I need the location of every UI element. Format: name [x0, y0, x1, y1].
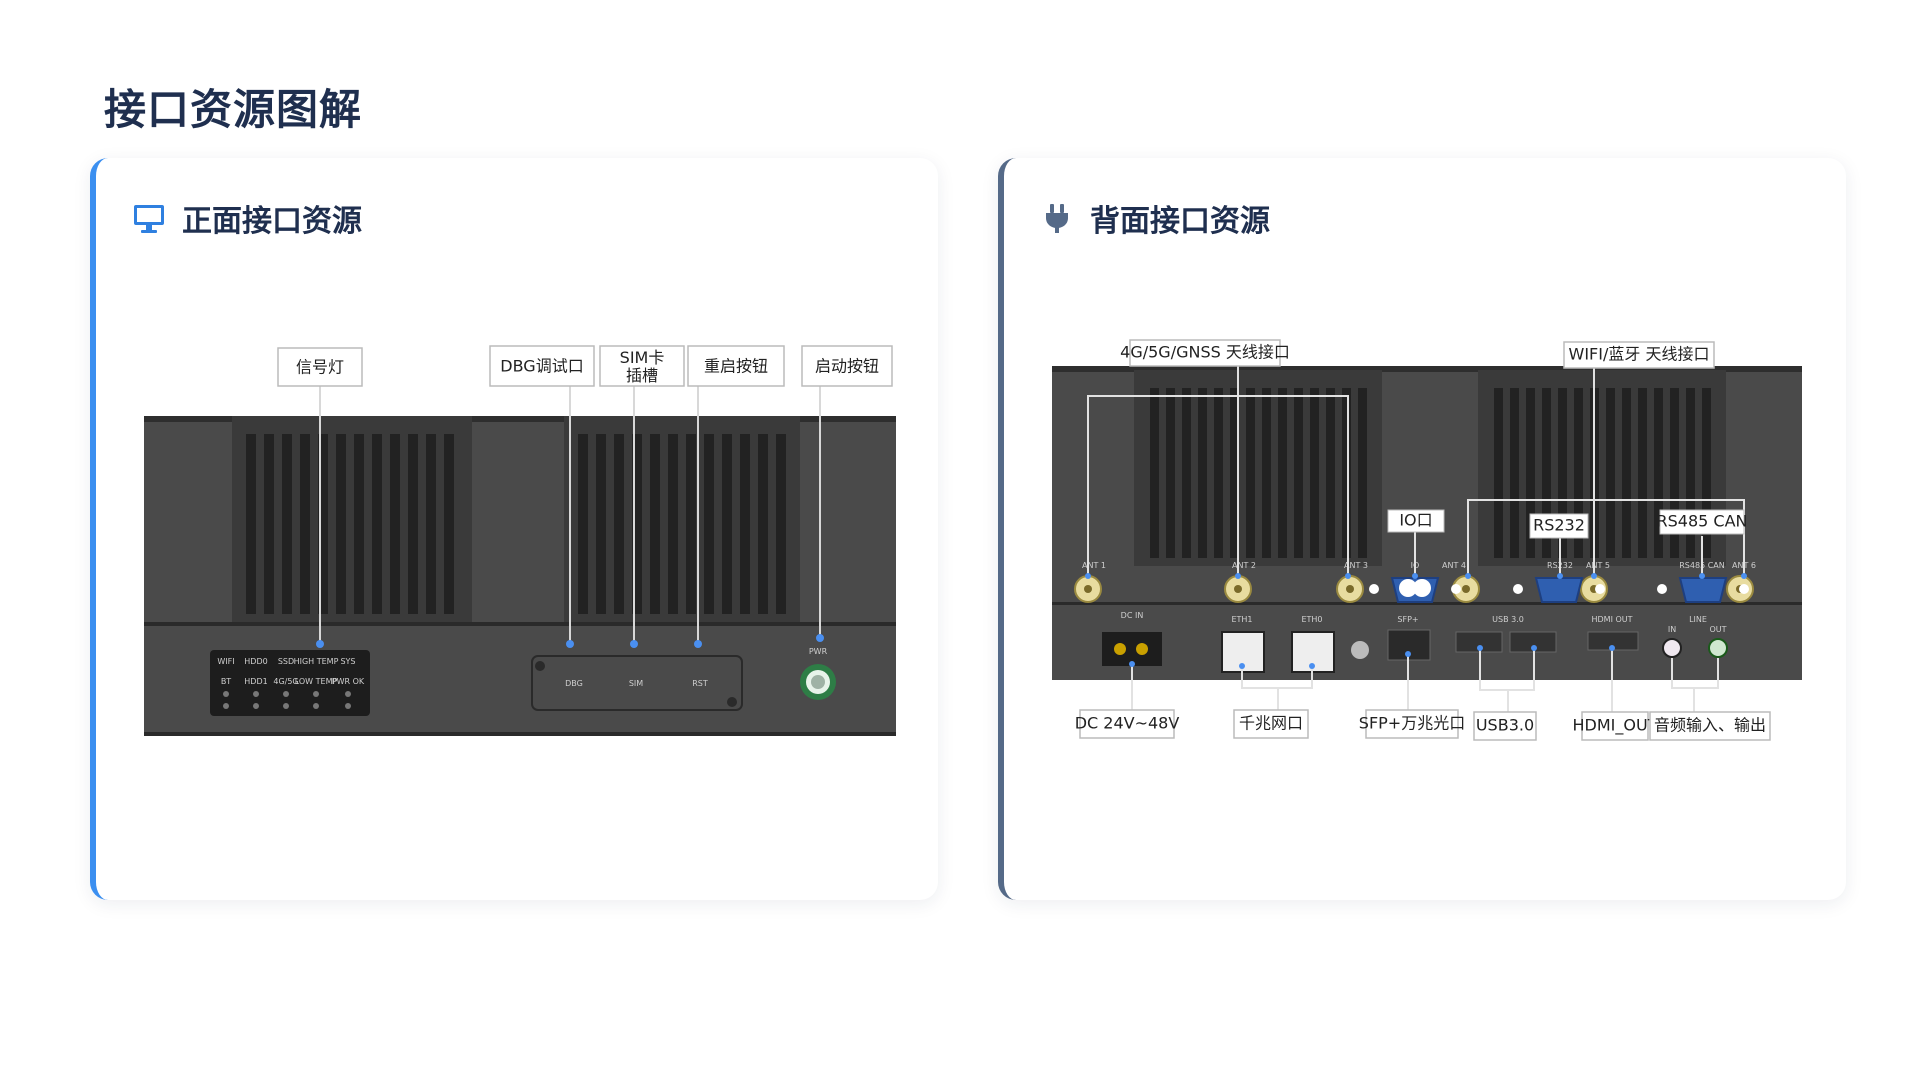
callout-hdmi-out: HDMI_OUT [1573, 711, 1658, 741]
callout-usb3: USB3.0 [1473, 711, 1537, 741]
svg-text:DBG调试口: DBG调试口 [500, 357, 583, 376]
svg-text:DC IN: DC IN [1121, 611, 1144, 620]
svg-text:RS485 CAN: RS485 CAN [1657, 512, 1748, 531]
page-title: 接口资源图解 [104, 85, 363, 134]
svg-text:千兆网口: 千兆网口 [1239, 714, 1303, 733]
svg-text:SFP+万兆光口: SFP+万兆光口 [1359, 714, 1465, 733]
front-panel-illustration: WIFI HDD0 SSD HIGH TEMP SYS BT HDD1 4G/5… [144, 345, 896, 736]
callout-reset-button: 重启按钮 [687, 345, 785, 387]
svg-text:DC 24V~48V: DC 24V~48V [1075, 714, 1180, 733]
svg-text:SFP+: SFP+ [1397, 615, 1418, 624]
rear-interface-card: 背面接口资源 [998, 158, 1846, 900]
callout-audio-io: 音频输入、输出 [1649, 711, 1771, 741]
svg-text:音频输入、输出: 音频输入、输出 [1654, 716, 1766, 735]
rear-card-title: 背面接口资源 [1090, 204, 1270, 239]
debug-port-panel: DBG SIM RST [531, 655, 743, 711]
svg-text:SIM: SIM [629, 679, 643, 688]
callout-signal-light: 信号灯 [277, 347, 363, 387]
svg-text:RST: RST [692, 679, 708, 688]
svg-text:USB 3.0: USB 3.0 [1492, 615, 1524, 624]
svg-text:WIFI/蓝牙 天线接口: WIFI/蓝牙 天线接口 [1569, 345, 1710, 364]
svg-text:PWR OK: PWR OK [332, 677, 365, 686]
callout-cellular-antenna: 4G/5G/GNSS 天线接口 [1120, 339, 1290, 367]
rear-panel-illustration: ANT 1 ANT 2 ANT 3 ANT 4 ANT 5 ANT 6 IO R… [1052, 339, 1802, 741]
rear-card-header: 背面接口资源 [1040, 196, 1270, 240]
callout-dc-input: DC 24V~48V [1075, 709, 1180, 739]
callout-sim-slot: SIM卡插槽 [599, 345, 685, 387]
svg-text:IO口: IO口 [1399, 511, 1432, 530]
svg-text:ANT 5: ANT 5 [1586, 561, 1610, 570]
svg-text:ANT 3: ANT 3 [1344, 561, 1368, 570]
svg-text:信号灯: 信号灯 [296, 358, 344, 377]
svg-text:ETH1: ETH1 [1231, 615, 1252, 624]
svg-text:重启按钮: 重启按钮 [704, 357, 768, 376]
callout-wifi-bt-antenna: WIFI/蓝牙 天线接口 [1563, 341, 1715, 369]
svg-text:PWR: PWR [809, 647, 828, 656]
svg-text:BT: BT [221, 677, 231, 686]
svg-text:ETH0: ETH0 [1301, 615, 1322, 624]
svg-text:RS232: RS232 [1533, 516, 1585, 535]
front-interface-card: 正面接口资源 WIFI HD [90, 158, 938, 900]
front-card-header: 正面接口资源 [132, 196, 362, 240]
svg-text:HDD0: HDD0 [244, 657, 267, 666]
callout-sfp-port: SFP+万兆光口 [1359, 709, 1465, 739]
svg-text:USB3.0: USB3.0 [1476, 716, 1534, 735]
callout-rs485-can: RS485 CAN [1657, 509, 1748, 535]
svg-text:LINE: LINE [1689, 615, 1707, 624]
svg-text:4G/5G/GNSS 天线接口: 4G/5G/GNSS 天线接口 [1120, 343, 1290, 362]
front-card-title: 正面接口资源 [182, 204, 362, 239]
monitor-icon [134, 205, 164, 233]
svg-text:ANT 2: ANT 2 [1232, 561, 1256, 570]
callout-debug-port: DBG调试口 [489, 345, 595, 387]
callout-io-port: IO口 [1387, 509, 1445, 533]
svg-text:SYS: SYS [340, 657, 355, 666]
svg-text:OUT: OUT [1709, 625, 1726, 634]
callout-power-button: 启动按钮 [801, 345, 893, 387]
svg-text:4G/5G: 4G/5G [273, 677, 298, 686]
callout-rs232: RS232 [1529, 513, 1589, 539]
led-indicator-panel: WIFI HDD0 SSD HIGH TEMP SYS BT HDD1 4G/5… [210, 650, 370, 716]
svg-text:SSD: SSD [278, 657, 294, 666]
svg-text:WIFI: WIFI [217, 657, 234, 666]
callout-gigabit-ethernet: 千兆网口 [1233, 709, 1309, 739]
svg-text:HDMI_OUT: HDMI_OUT [1573, 716, 1658, 736]
plug-icon [1046, 204, 1068, 233]
svg-text:HDMI OUT: HDMI OUT [1591, 615, 1632, 624]
svg-text:ANT 1: ANT 1 [1082, 561, 1106, 570]
svg-text:HIGH TEMP: HIGH TEMP [294, 657, 339, 666]
sim-slot-label: SIM卡插槽 [620, 348, 665, 385]
svg-text:DBG: DBG [565, 679, 583, 688]
svg-text:HDD1: HDD1 [244, 677, 267, 686]
power-button-graphic: PWR [800, 647, 836, 700]
svg-text:LOW TEMP: LOW TEMP [295, 677, 338, 686]
svg-text:ANT 4: ANT 4 [1442, 561, 1466, 570]
svg-text:启动按钮: 启动按钮 [815, 357, 879, 376]
svg-text:IN: IN [1668, 625, 1676, 634]
